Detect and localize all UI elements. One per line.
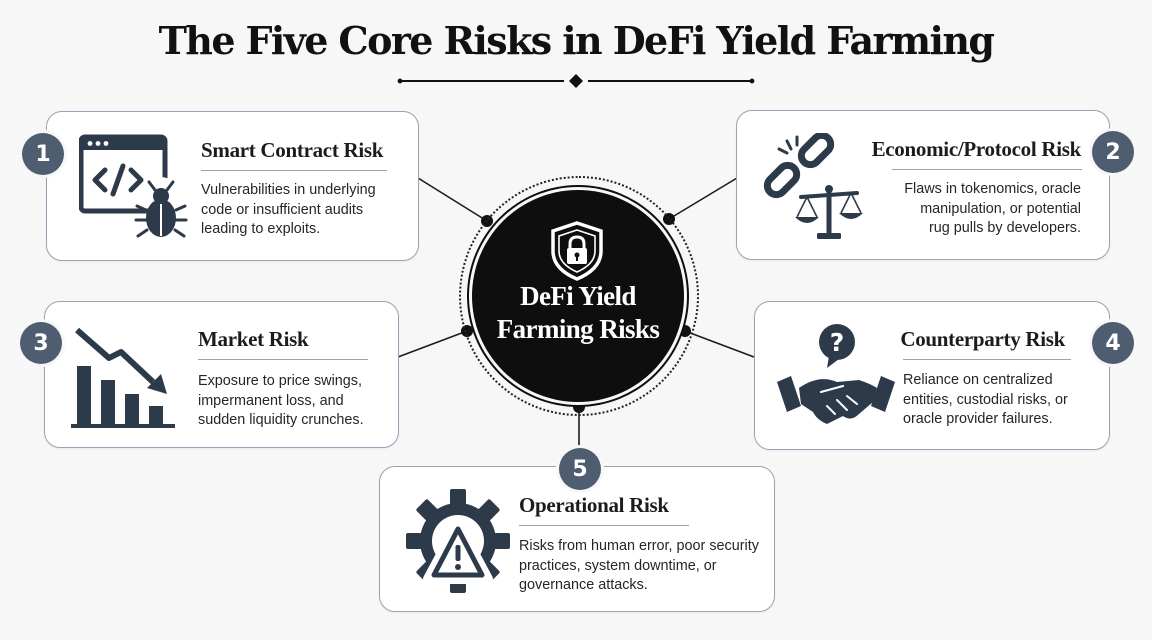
title-underline (903, 359, 1071, 360)
risk-number-badge: 4 (1092, 322, 1134, 364)
page-title: The Five Core Risks in DeFi Yield Farmin… (158, 18, 995, 63)
risk-title: Smart Contract Risk (201, 138, 384, 162)
title-underline (519, 525, 689, 526)
shield-lock-icon (551, 221, 603, 281)
title-underline (198, 359, 368, 360)
title-underline (892, 169, 1082, 170)
risk-card-smart-contract: Smart Contract Risk Vulnerabilities in u… (46, 111, 419, 261)
title-underline (201, 170, 387, 171)
risk-card-market: Market Risk Exposure to price swings, im… (44, 301, 399, 448)
central-hub (472, 190, 684, 402)
declining-bar-chart-icon (71, 327, 175, 428)
risk-number-badge: 2 (1092, 131, 1134, 173)
risk-number-badge: 3 (20, 322, 62, 364)
risk-card-operational: Operational Risk Risks from human error,… (379, 466, 775, 612)
risk-description: Reliance on centralized entities, custod… (903, 372, 1068, 427)
risk-title: Economic/Protocol Risk (871, 137, 1082, 161)
handshake-question-icon: ? (777, 324, 895, 424)
risk-card-counterparty: ? Counterparty Risk Reliance on centrali… (754, 301, 1110, 450)
risk-card-economic-protocol: Economic/Protocol Risk Flaws in tokenomi… (736, 110, 1110, 260)
title-divider (397, 74, 755, 88)
risk-description: Flaws in tokenomics, oracle manipulation… (904, 181, 1081, 236)
broken-chain-scales-icon (763, 133, 863, 239)
code-window-bug-icon (79, 134, 188, 238)
risk-title: Operational Risk (519, 493, 669, 517)
risk-description: Risks from human error, poor security pr… (519, 538, 759, 593)
risk-title: Counterparty Risk (900, 327, 1065, 351)
risk-number-badge: 5 (559, 448, 601, 490)
risk-title: Market Risk (198, 327, 309, 351)
hub-dotted-ring (459, 176, 699, 416)
risk-number-badge: 1 (22, 133, 64, 175)
risk-description: Exposure to price swings, impermanent lo… (198, 373, 364, 428)
svg-text:?: ? (830, 328, 845, 357)
gear-warning-icon (406, 489, 510, 593)
hub-label: DeFi Yield Farming Risks (496, 281, 660, 344)
risk-description: Vulnerabilities in underlying code or in… (201, 182, 376, 237)
